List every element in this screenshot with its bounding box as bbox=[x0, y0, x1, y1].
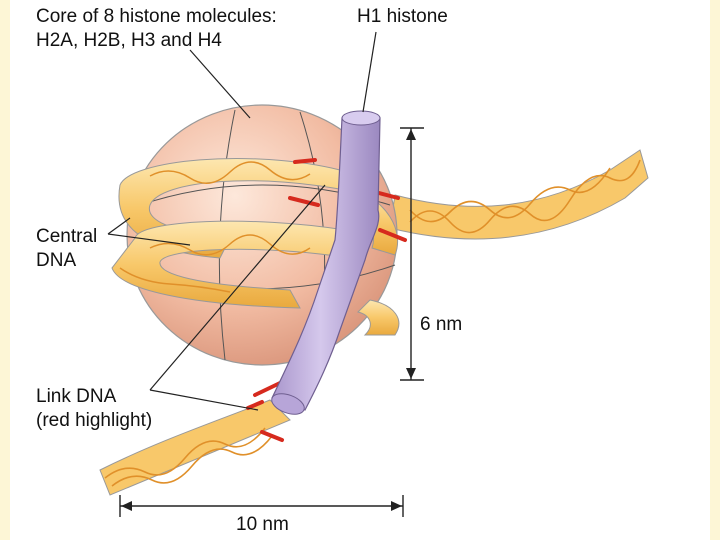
link-dna-label-line2: (red highlight) bbox=[36, 410, 152, 432]
height-dimension bbox=[400, 128, 424, 380]
central-dna-label-line1: Central bbox=[36, 226, 97, 248]
central-dna-label-line2: DNA bbox=[36, 250, 76, 272]
core-label-line1: Core of 8 histone molecules: bbox=[36, 6, 277, 28]
width-dimension-label: 10 nm bbox=[236, 514, 289, 536]
link-dna-label-line1: Link DNA bbox=[36, 386, 116, 408]
linker-dna-right bbox=[390, 150, 648, 239]
core-label-line2: H2A, H2B, H3 and H4 bbox=[36, 30, 222, 52]
height-dimension-label: 6 nm bbox=[420, 314, 462, 336]
h1-histone-label: H1 histone bbox=[357, 6, 448, 28]
